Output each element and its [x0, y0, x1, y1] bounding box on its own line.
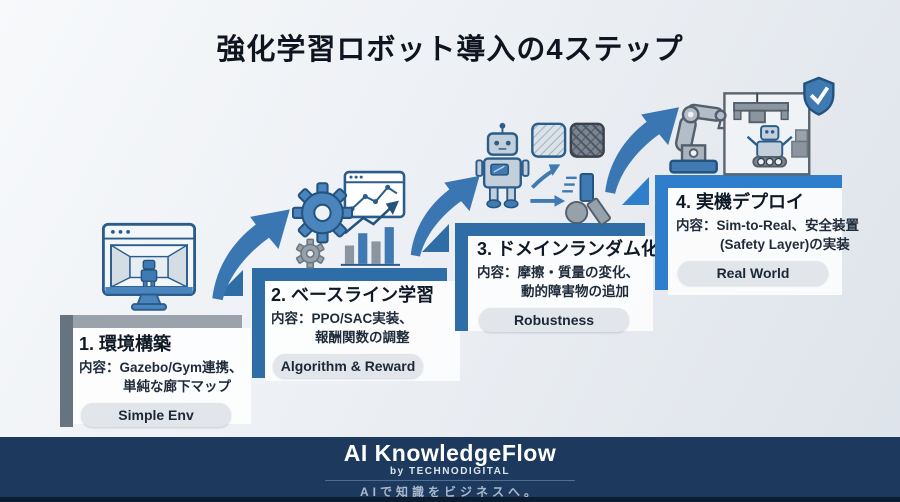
step-3-heading: 3. ドメインランダム化 [477, 239, 660, 259]
simulation-monitor-icon [101, 222, 197, 311]
curved-up-arrow-icon [605, 107, 679, 194]
page-title: 強化学習ロボット導入の4ステップ [216, 34, 684, 66]
step-2-side-bar [252, 268, 265, 378]
robot-arm-deploy-icon [669, 76, 835, 176]
step-4-side-bar [655, 175, 668, 290]
brand-tagline: AIで知識をビジネスへ。 [359, 485, 540, 499]
step-2-tag-pill: Algorithm & Reward [273, 354, 423, 378]
step-3-content: 3. ドメインランダム化 内容：摩擦・質量の変化、 動的障害物の追加 Robus… [477, 238, 667, 332]
step-4-tag-pill: Real World [678, 261, 828, 285]
step-4-detail-line2: (Safety Layer)の実装 [720, 237, 850, 252]
robot-randomization-icon [475, 122, 611, 226]
footer-divider [325, 480, 575, 481]
gears-analytics-icon [292, 170, 406, 269]
step-1-tag-pill: Simple Env [81, 403, 231, 427]
step-3-side-bar [455, 223, 468, 331]
step-4-detail-line1: 内容：Sim-to-Real、安全装置 [676, 218, 860, 233]
step-2-top-bar [252, 268, 447, 281]
step-2-detail-line1: 内容：PPO/SAC実装、 [271, 311, 413, 326]
step-3-top-bar [455, 223, 645, 236]
step-1-content: 1. 環境構築 内容：Gazebo/Gym連携、 単純な廊下マップ Simple… [79, 333, 264, 427]
step-2-heading: 2. ベースライン学習 [271, 285, 435, 305]
brand-byline: by TECHNODIGITAL [390, 466, 510, 477]
step-3-detail-line2: 動的障害物の追加 [521, 284, 629, 299]
footer-bottom-strip [0, 497, 900, 502]
step-1-heading: 1. 環境構築 [79, 334, 172, 354]
curved-up-arrow-icon [410, 175, 480, 257]
step-4-content: 4. 実機デプロイ 内容：Sim-to-Real、安全装置 (Safety La… [676, 191, 866, 285]
step-2-content: 2. ベースライン学習 内容：PPO/SAC実装、 報酬関数の調整 Algori… [271, 284, 471, 378]
step-1-detail-line2: 単純な廊下マップ [123, 379, 231, 394]
step-1-side-bar [60, 315, 73, 427]
step-3-detail-line1: 内容：摩擦・質量の変化、 [477, 265, 639, 280]
step-1-top-bar [60, 315, 242, 328]
step-3-tag-pill: Robustness [479, 308, 629, 332]
curved-up-arrow-icon [212, 209, 290, 301]
brand-logo-text: AI KnowledgeFlow [343, 440, 557, 466]
step-4-heading: 4. 実機デプロイ [676, 192, 805, 212]
step-4-top-bar [655, 175, 842, 188]
footer-banner: AI KnowledgeFlow by TECHNODIGITAL AIで知識を… [0, 437, 900, 502]
step-2-detail-line2: 報酬関数の調整 [315, 330, 410, 345]
step-1-detail-line1: 内容：Gazebo/Gym連携、 [79, 360, 243, 375]
